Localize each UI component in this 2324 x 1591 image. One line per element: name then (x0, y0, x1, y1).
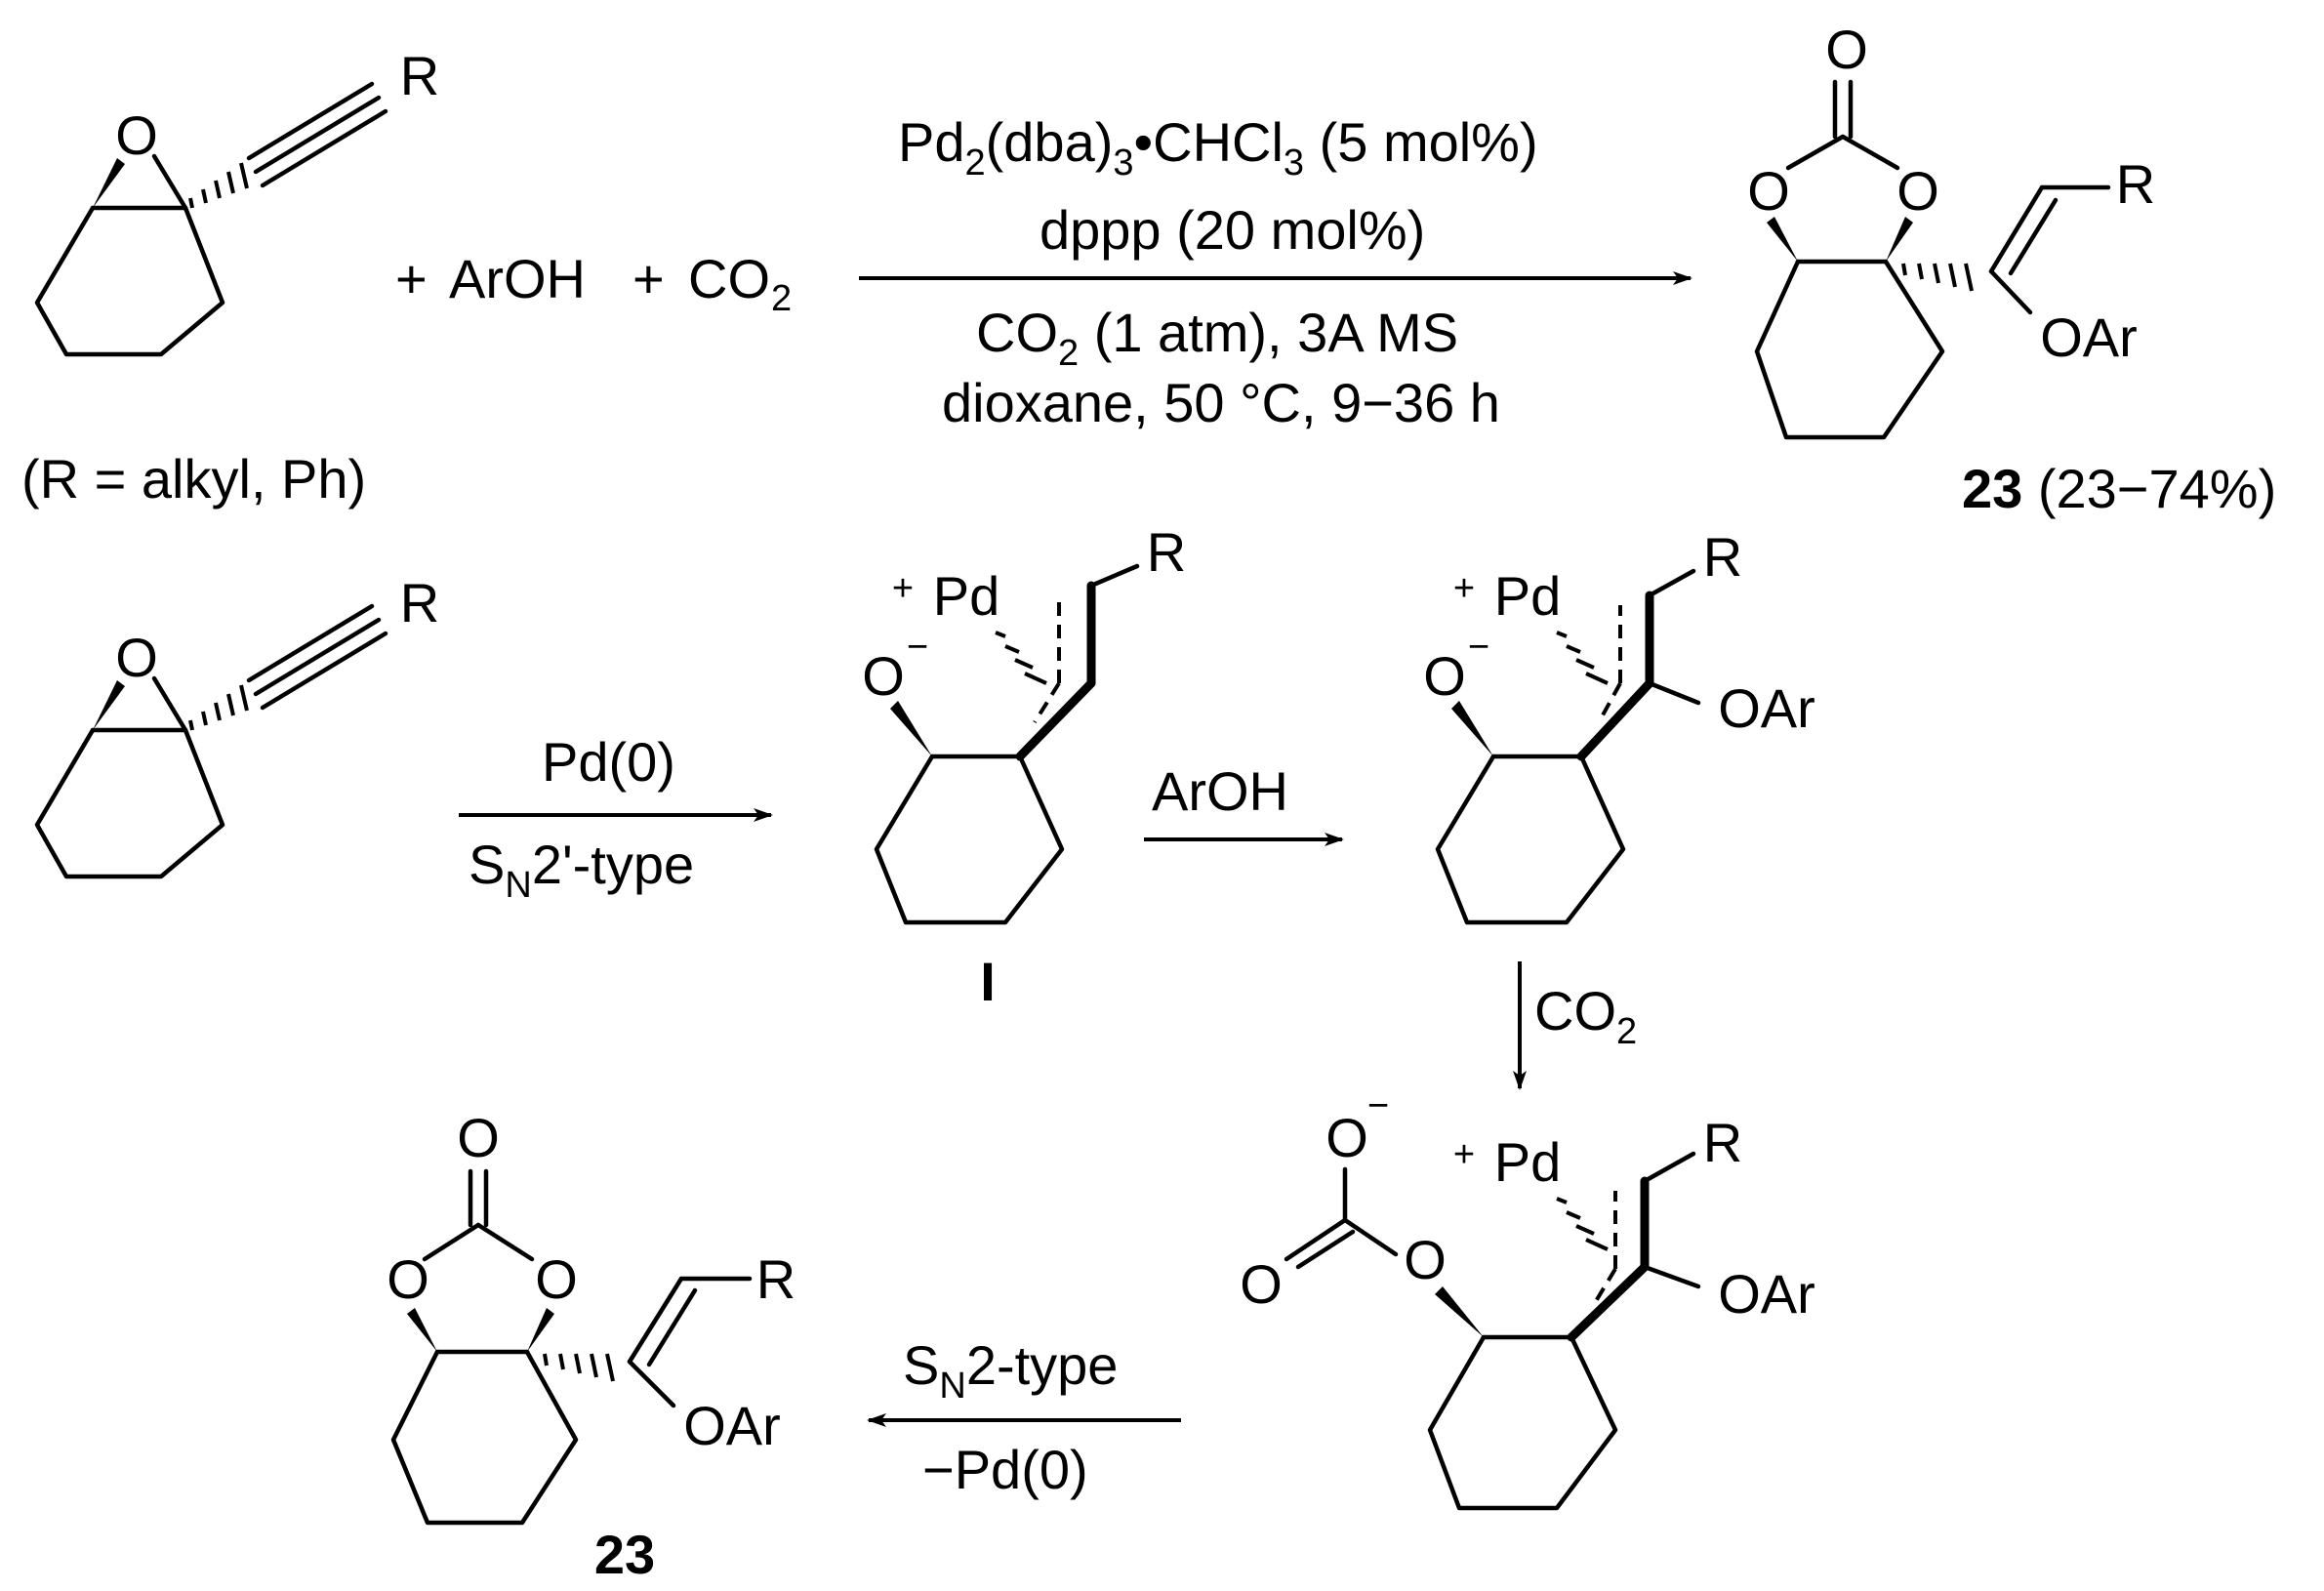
final-product-label: 23 (594, 1524, 655, 1585)
svg-text:−: − (1367, 1085, 1389, 1126)
svg-text:dppp (20 mol%): dppp (20 mol%) (1040, 199, 1425, 261)
reaction-conditions: Pd2(dba)3•CHCl3 (5 mol%) dppp (20 mol%) … (898, 111, 1538, 433)
svg-text:R: R (756, 1248, 795, 1310)
svg-text:Pd2(dba)3•CHCl3 (5 mol%): Pd2(dba)3•CHCl3 (5 mol%) (898, 111, 1538, 184)
svg-text:R: R (1147, 521, 1186, 583)
svg-text:R: R (400, 572, 439, 633)
intermediate-I-label: I (980, 951, 996, 1012)
svg-text:O: O (1747, 160, 1790, 222)
svg-text:2: 2 (771, 278, 792, 319)
step1-reagent: Pd(0) (542, 731, 675, 793)
svg-text:Pd: Pd (933, 565, 1000, 627)
svg-text:CO2 (1 atm), 3A MS: CO2 (1 atm), 3A MS (976, 302, 1458, 374)
svg-text:CO: CO (688, 248, 770, 309)
co-reagents: + ArOH + CO 2 (395, 248, 792, 319)
svg-text:dioxane, 50 °C, 9−36 h: dioxane, 50 °C, 9−36 h (942, 372, 1500, 433)
svg-text:−: − (1468, 627, 1489, 668)
svg-text:ArOH: ArOH (449, 248, 586, 309)
product-yield-label: 23 (23−74%) (1962, 458, 2276, 519)
svg-text:R: R (2116, 153, 2155, 215)
svg-text:O: O (1240, 1253, 1283, 1315)
product-23-bottom: O O O R OAr (387, 1107, 795, 1526)
svg-text:OAr: OAr (683, 1395, 781, 1456)
svg-text:OAr: OAr (1718, 677, 1815, 739)
svg-text:O: O (387, 1248, 429, 1310)
svg-text:+: + (395, 248, 428, 309)
mechanism-start-epoxide: O R (34, 572, 439, 879)
svg-text:O: O (1404, 1229, 1447, 1290)
svg-text:R: R (1703, 526, 1742, 588)
step4-type: SN2-type (903, 1334, 1118, 1407)
svg-text:+: + (632, 248, 665, 309)
svg-text:Pd: Pd (1494, 565, 1562, 627)
intermediate-3-carbonate: O − O O + Pd R OAr (1240, 1085, 1815, 1511)
step3-reagent: CO2 (1534, 980, 1637, 1052)
svg-text:O: O (862, 645, 905, 707)
svg-text:−: − (907, 627, 928, 668)
step2-reagent: ArOH (1152, 760, 1288, 822)
svg-text:OAr: OAr (2040, 306, 2138, 368)
svg-text:+: + (1453, 1134, 1475, 1175)
epoxide-oxygen: O (115, 104, 158, 166)
svg-text:O: O (1423, 645, 1466, 707)
svg-text:O: O (1825, 19, 1868, 80)
product-23-top: O O O R OAr (1747, 19, 2155, 440)
svg-text:O: O (457, 1107, 500, 1168)
substituent-R: R (400, 45, 439, 106)
svg-text:O: O (535, 1248, 578, 1310)
svg-text:OAr: OAr (1718, 1263, 1815, 1325)
svg-text:R: R (1703, 1112, 1742, 1173)
intermediate-I: O − + Pd R (862, 521, 1186, 925)
svg-text:Pd: Pd (1494, 1131, 1562, 1193)
svg-text:+: + (1453, 568, 1475, 609)
svg-text:O: O (1325, 1107, 1368, 1168)
intermediate-2: O − + Pd R OAr (1423, 526, 1815, 925)
svg-text:+: + (892, 568, 914, 609)
r-definition: (R = alkyl, Ph) (21, 448, 366, 510)
svg-text:O: O (115, 627, 158, 688)
step4-loss: −Pd(0) (922, 1439, 1088, 1500)
svg-text:O: O (1896, 160, 1939, 222)
step1-type: SN2'-type (469, 834, 694, 906)
reactant-alkynyl-epoxide: O R (34, 45, 439, 357)
